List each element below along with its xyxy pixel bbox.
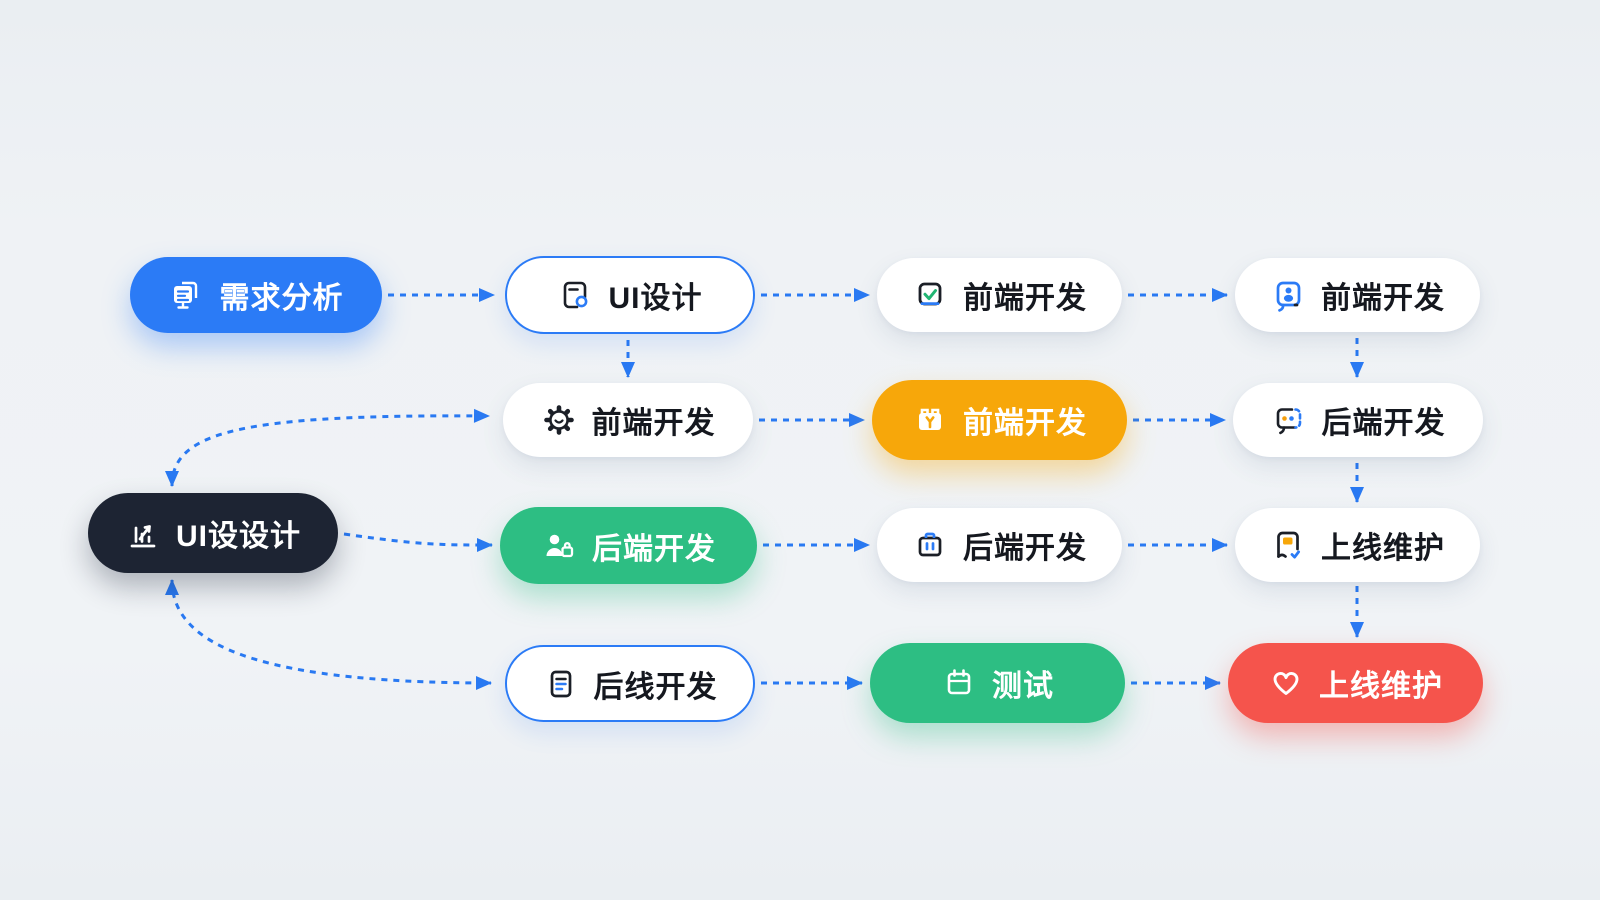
user-chat-icon — [1270, 277, 1306, 313]
node-label: 测试 — [992, 670, 1054, 703]
node-backend-dev-user[interactable]: 后端开发 — [500, 507, 757, 584]
node-label: 后端开发 — [963, 532, 1087, 565]
node-ui-design-dark[interactable]: UI设设计 — [88, 493, 338, 573]
node-label: 后线开发 — [593, 670, 718, 704]
node-frontend-dev-user[interactable]: 前端开发 — [1235, 258, 1480, 332]
node-label: 前端开发 — [963, 282, 1087, 315]
node-frontend-dev-gear[interactable]: 前端开发 — [503, 383, 753, 457]
node-testing[interactable]: 测试 — [870, 643, 1125, 723]
node-label: 需求分析 — [219, 282, 344, 315]
node-label: 上线维护 — [1319, 670, 1443, 703]
node-launch-maintain-bookmark[interactable]: 上线维护 — [1235, 508, 1480, 582]
node-backend-line-dev[interactable]: 后线开发 — [505, 645, 755, 722]
node-launch-maintain-heart[interactable]: 上线维护 — [1228, 643, 1483, 723]
edge-n8-n12 — [165, 579, 492, 690]
edge-n8-n9 — [343, 532, 493, 552]
node-requirements-analysis[interactable]: 需求分析 — [130, 257, 382, 333]
node-frontend-dev-toolbox[interactable]: 前端开发 — [872, 380, 1127, 460]
node-label: 上线维护 — [1321, 532, 1445, 565]
briefcase-icon — [912, 527, 948, 563]
document-chat-icon — [169, 277, 205, 313]
chat-dots-icon — [1271, 402, 1307, 438]
design-doc-pin-icon — [558, 277, 594, 313]
user-lock-icon — [541, 528, 577, 564]
bar-chart-icon — [125, 515, 161, 551]
toolbox-icon — [912, 402, 948, 438]
edge-n8-n5 — [165, 408, 490, 487]
checkbox-check-icon — [912, 277, 948, 313]
node-ui-design[interactable]: UI设计 — [505, 256, 755, 334]
node-label: 前端开发 — [963, 407, 1087, 440]
node-label: UI设计 — [608, 282, 703, 315]
calendar-icon — [941, 665, 977, 701]
node-label: 前端开发 — [1321, 282, 1445, 315]
document-lines-icon — [543, 666, 579, 702]
node-label: 后端开发 — [592, 532, 716, 566]
node-backend-dev-briefcase[interactable]: 后端开发 — [877, 508, 1122, 582]
heart-icon — [1268, 665, 1304, 701]
node-label: 前端开发 — [591, 407, 716, 440]
node-frontend-dev-check[interactable]: 前端开发 — [877, 258, 1122, 332]
node-backend-dev-chat[interactable]: 后端开发 — [1233, 383, 1483, 457]
node-label: UI设设计 — [176, 520, 301, 553]
gear-icon — [541, 402, 577, 438]
node-label: 后端开发 — [1321, 407, 1446, 440]
bookmark-photo-icon — [1270, 527, 1306, 563]
